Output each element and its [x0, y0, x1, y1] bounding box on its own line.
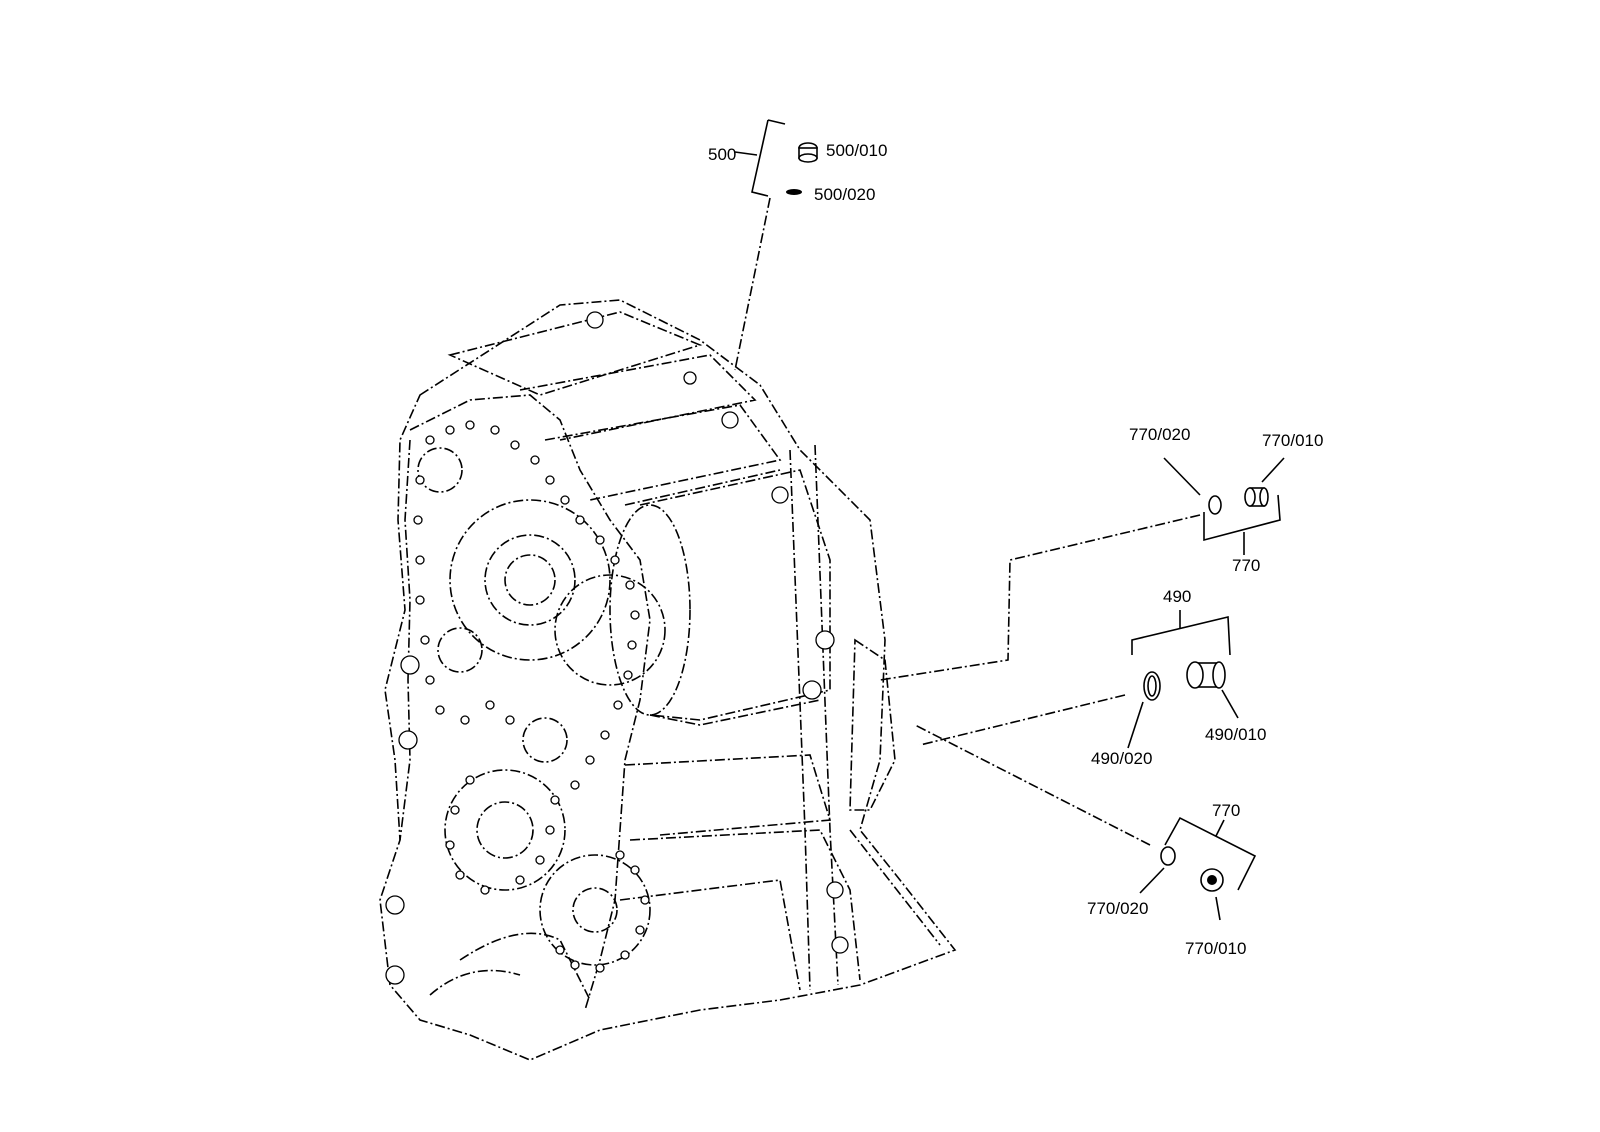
part-group-500: [734, 119, 818, 371]
label-490: 490: [1163, 587, 1191, 606]
label-770-bottom: 770: [1212, 801, 1240, 820]
part-group-770-bottom: [914, 724, 1257, 921]
o-ring-icon: [1160, 846, 1176, 866]
label-770-010-top: 770/010: [1262, 431, 1323, 450]
label-770-010-bottom: 770/010: [1185, 939, 1246, 958]
part-group-770-top: [879, 457, 1285, 681]
plug-icon: [1200, 868, 1224, 892]
plug-icon: [1244, 487, 1269, 507]
o-ring-icon: [1208, 495, 1222, 515]
label-770-020-top: 770/020: [1129, 425, 1190, 444]
label-490-020: 490/020: [1091, 749, 1152, 768]
o-ring-icon: [1143, 671, 1161, 701]
label-500: 500: [708, 145, 736, 164]
label-500-010: 500/010: [826, 141, 887, 160]
transmission-housing: [379, 299, 957, 1061]
plug-icon: [798, 142, 818, 163]
label-500-020: 500/020: [814, 185, 875, 204]
label-770-top: 770: [1232, 556, 1260, 575]
seal-ring-icon: [786, 189, 802, 195]
part-group-490: [919, 610, 1239, 749]
plug-icon: [1186, 661, 1226, 689]
callout-labels: 500 500/010 500/020 770/020 770/010 770 …: [708, 141, 1323, 958]
housing-bolts: [385, 311, 849, 985]
label-490-010: 490/010: [1205, 725, 1266, 744]
label-770-020-bottom: 770/020: [1087, 899, 1148, 918]
